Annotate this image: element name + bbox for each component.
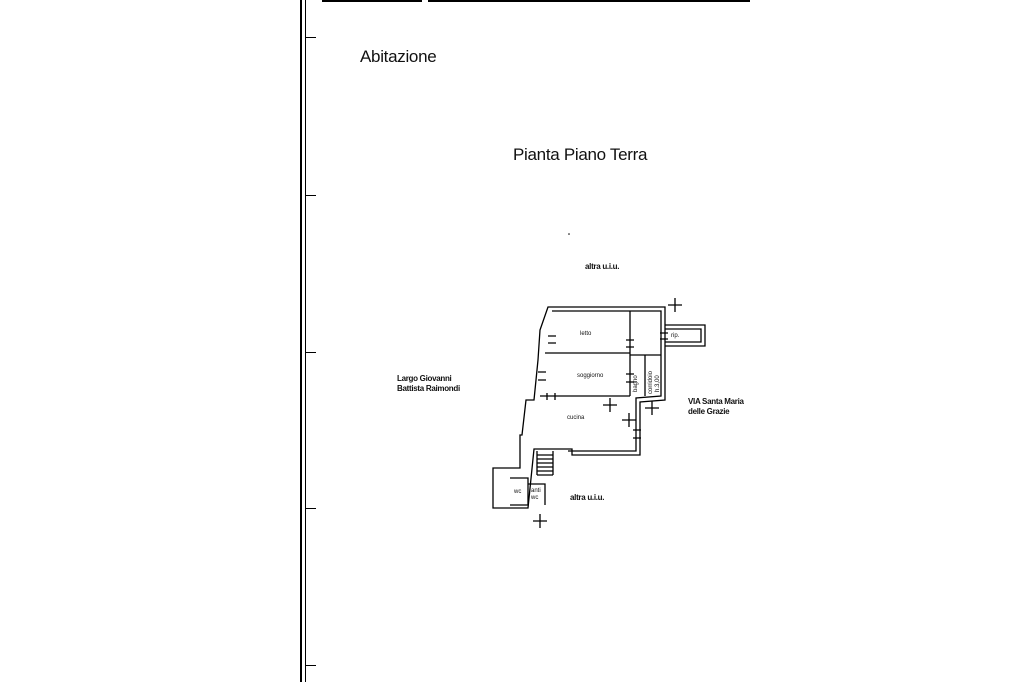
ceiling-height-label: h.3,00 (655, 375, 661, 392)
neighbor-north-label: altra u.i.u. (585, 262, 620, 271)
survey-cross (622, 413, 636, 427)
top-border-line (322, 0, 422, 2)
survey-cross (603, 398, 617, 412)
room-wc-label: wc (514, 489, 522, 495)
room-soggiorno-label: soggiorno (577, 373, 604, 379)
survey-cross (533, 514, 547, 528)
street-west-line2: Battista Raimondi (397, 384, 460, 393)
room-rip-label: rip. (671, 333, 680, 339)
margin-tick (306, 37, 316, 38)
room-anti-label: anti (531, 488, 541, 494)
section-title: Abitazione (360, 47, 437, 66)
street-east-line1: VIA Santa Maria (688, 397, 744, 406)
street-east-line2: delle Grazie (688, 407, 730, 416)
survey-cross (668, 298, 682, 312)
top-border-line (428, 0, 750, 2)
margin-tick (306, 195, 316, 196)
outer-wall-inner (552, 310, 662, 452)
margin-tick (306, 508, 316, 509)
room-corridoio-label: corridoio (648, 370, 654, 394)
neighbor-south-label: altra u.i.u. (570, 493, 605, 502)
plan-title: Pianta Piano Terra (513, 145, 648, 164)
margin-tick (306, 352, 316, 353)
street-west-line1: Largo Giovanni (397, 374, 452, 383)
room-anti-wc-label: wc (531, 495, 539, 501)
survey-cross (645, 401, 659, 415)
wc-block (510, 477, 529, 506)
margin-tick (306, 665, 316, 666)
room-letto-label: letto (580, 331, 592, 337)
binder-edge (300, 0, 306, 682)
room-bagno-label: bagno (633, 375, 639, 392)
room-cucina-label: cucina (567, 415, 585, 421)
outer-wall (492, 306, 666, 509)
rip-annex (665, 324, 706, 347)
